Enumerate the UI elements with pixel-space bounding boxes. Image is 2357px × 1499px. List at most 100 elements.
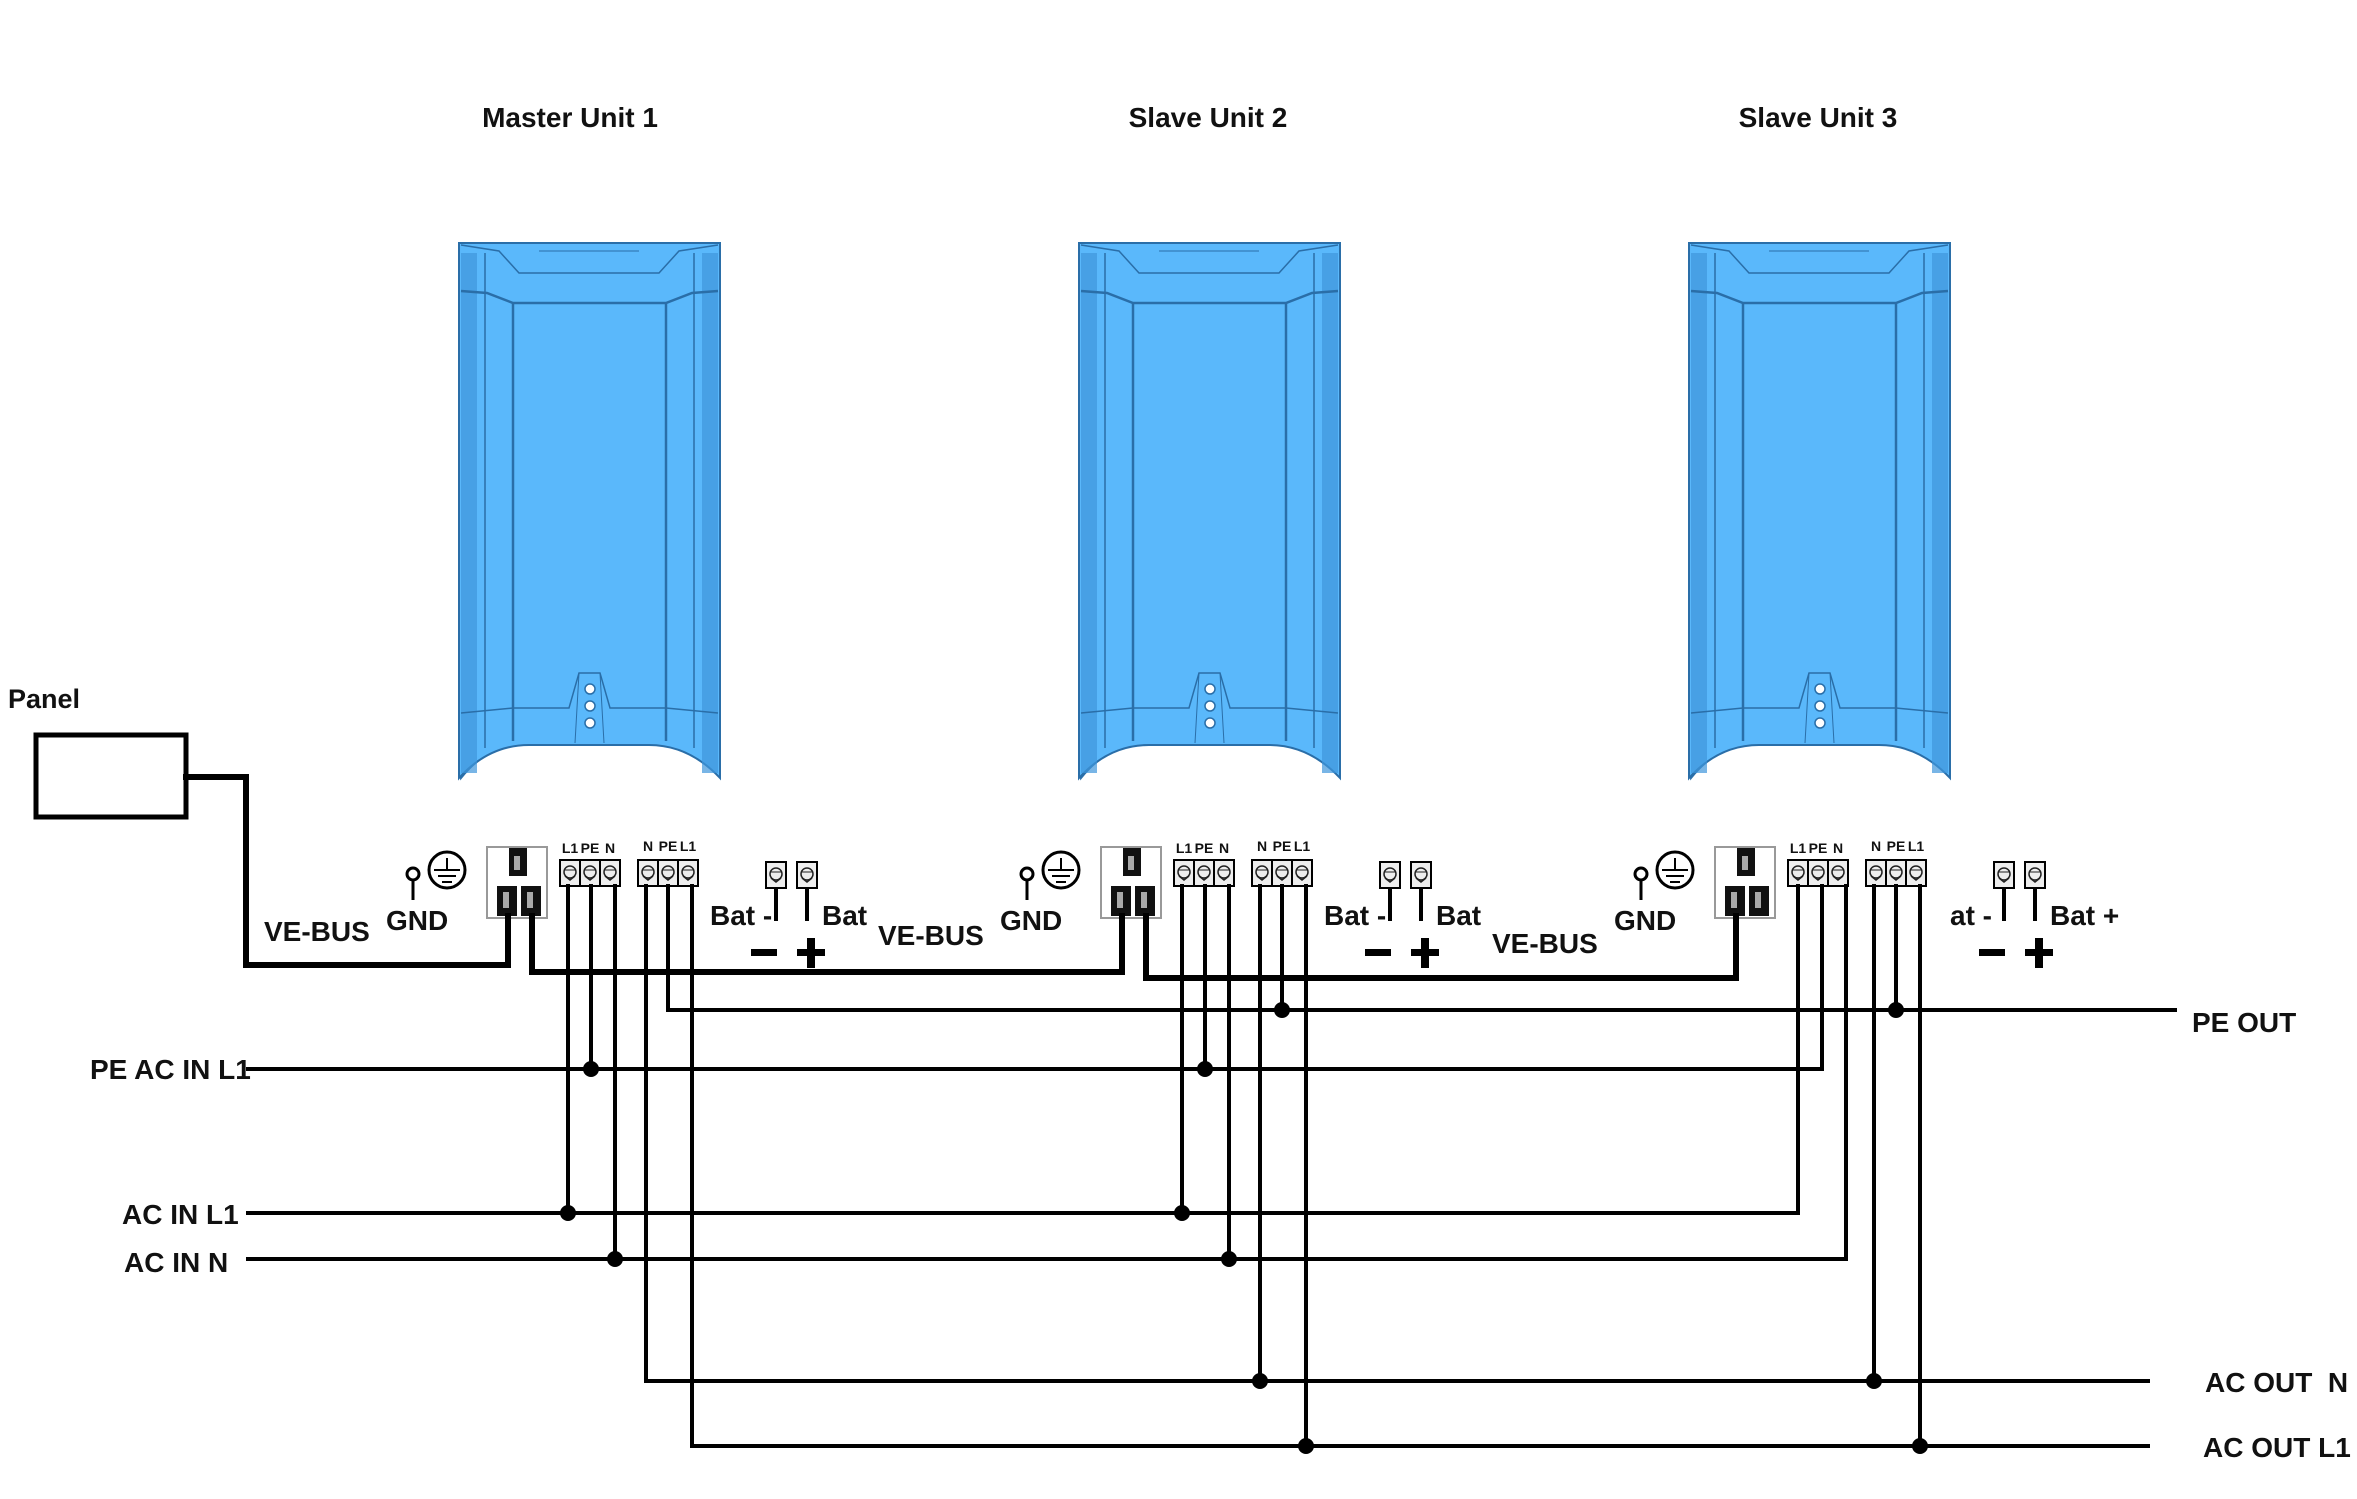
- screw-terminal[interactable]: [1905, 859, 1927, 887]
- battery-negative-terminal[interactable]: [765, 861, 787, 889]
- minus-icon: [1365, 949, 1391, 956]
- battery-positive-label: Bat +: [2050, 900, 2119, 931]
- junction-dot: [1274, 1002, 1290, 1018]
- battery-positive-label: Bat: [822, 900, 867, 931]
- vebus-label: VE-BUS: [878, 920, 984, 951]
- screw-terminal[interactable]: [657, 859, 679, 887]
- terminal-label: L1: [1790, 840, 1807, 856]
- terminal-label: PE: [1273, 838, 1292, 854]
- ac-out-n-line[interactable]: [644, 884, 2150, 1383]
- screw-terminal[interactable]: [1173, 859, 1195, 887]
- battery-positive-terminal[interactable]: [1410, 861, 1432, 889]
- screw-terminal[interactable]: [559, 859, 581, 887]
- screw-terminal[interactable]: [1827, 859, 1849, 887]
- ac-in-n-line[interactable]: [246, 884, 1848, 1261]
- junction-dot: [1866, 1373, 1882, 1389]
- vebus-label: VE-BUS: [1492, 928, 1598, 959]
- terminal-label: PE: [581, 840, 600, 856]
- battery-negative-label: Bat -: [710, 900, 772, 931]
- inverter-body[interactable]: [1077, 241, 1342, 780]
- minus-icon: [1979, 949, 2005, 956]
- junction-dot: [1221, 1251, 1237, 1267]
- battery-negative-label: Bat -: [1324, 900, 1386, 931]
- vebus-label: VE-BUS: [264, 916, 370, 947]
- vebus-cable-panel[interactable]: [183, 774, 511, 968]
- ground-icon: [1633, 850, 1695, 900]
- terminal-label: L1: [680, 838, 697, 854]
- terminal-label: N: [605, 840, 615, 856]
- ac-in-l1-line[interactable]: [246, 884, 1800, 1215]
- junction-dot: [560, 1205, 576, 1221]
- screw-terminal[interactable]: [1885, 859, 1907, 887]
- terminal-label: PE: [1809, 840, 1828, 856]
- terminal-label: L1: [1294, 838, 1311, 854]
- terminal-label: PE: [1195, 840, 1214, 856]
- battery-positive-terminal[interactable]: [2024, 861, 2046, 889]
- battery-terminals: Bat - Bat: [1324, 861, 1481, 968]
- gnd-label: GND: [386, 905, 448, 936]
- pe-ac-in-l1-label: PE AC IN L1: [90, 1054, 251, 1085]
- battery-negative-label: at -: [1950, 900, 1992, 931]
- screw-terminal[interactable]: [1213, 859, 1235, 887]
- junction-dot: [607, 1251, 623, 1267]
- ac-in-n-label: AC IN N: [124, 1247, 228, 1278]
- panel-box[interactable]: [33, 732, 189, 820]
- terminal-label: L1: [1176, 840, 1193, 856]
- inverter-body[interactable]: [457, 241, 722, 780]
- battery-negative-terminal[interactable]: [1379, 861, 1401, 889]
- vebus-cable-1-2[interactable]: [529, 913, 1125, 975]
- ground-icon: [1019, 850, 1081, 900]
- minus-icon: [751, 949, 777, 956]
- screw-terminal[interactable]: [1193, 859, 1215, 887]
- ground-icon: [405, 850, 467, 900]
- terminal-label: PE: [1887, 838, 1906, 854]
- terminal-label: N: [1871, 838, 1881, 854]
- ac-out-l1-line[interactable]: [690, 884, 2150, 1448]
- ac-out-n-label: AC OUT N: [2205, 1367, 2348, 1398]
- screw-terminal[interactable]: [1807, 859, 1829, 887]
- junction-dot: [1912, 1438, 1928, 1454]
- battery-terminals: at - Bat +: [1950, 861, 2119, 968]
- terminal-label: N: [643, 838, 653, 854]
- screw-terminal[interactable]: [599, 859, 621, 887]
- vebus-connector[interactable]: [1100, 846, 1162, 919]
- unit-title: Master Unit 1: [482, 102, 658, 133]
- battery-positive-terminal[interactable]: [796, 861, 818, 889]
- screw-terminal[interactable]: [1271, 859, 1293, 887]
- battery-positive-label: Bat: [1436, 900, 1481, 931]
- plus-icon: [1411, 938, 1439, 968]
- battery-terminals: Bat - Bat: [710, 861, 867, 968]
- vebus-connector[interactable]: [486, 846, 548, 919]
- junction-dot: [1197, 1061, 1213, 1077]
- junction-dot: [1252, 1373, 1268, 1389]
- pe-out-line[interactable]: [666, 884, 2177, 1012]
- battery-negative-terminal[interactable]: [1993, 861, 2015, 889]
- ac-in-l1-label: AC IN L1: [122, 1199, 239, 1230]
- vebus-cable-2-3[interactable]: [1143, 913, 1739, 981]
- plus-icon: [797, 938, 825, 968]
- junction-dot: [1298, 1438, 1314, 1454]
- unit-title: Slave Unit 3: [1739, 102, 1898, 133]
- pe-ac-in-l1-line[interactable]: [246, 884, 1824, 1071]
- gnd-label: GND: [1000, 905, 1062, 936]
- terminal-label: L1: [562, 840, 579, 856]
- screw-terminal[interactable]: [579, 859, 601, 887]
- screw-terminal[interactable]: [1291, 859, 1313, 887]
- vebus-connector[interactable]: [1714, 846, 1776, 919]
- screw-terminal[interactable]: [1787, 859, 1809, 887]
- screw-terminal[interactable]: [1865, 859, 1887, 887]
- unit-title: Slave Unit 2: [1129, 102, 1288, 133]
- inverter-body[interactable]: [1687, 241, 1952, 780]
- junction-dot: [1888, 1002, 1904, 1018]
- plus-icon: [2025, 938, 2053, 968]
- screw-terminal[interactable]: [677, 859, 699, 887]
- screw-terminal[interactable]: [1251, 859, 1273, 887]
- screw-terminal[interactable]: [637, 859, 659, 887]
- junction-dot: [1174, 1205, 1190, 1221]
